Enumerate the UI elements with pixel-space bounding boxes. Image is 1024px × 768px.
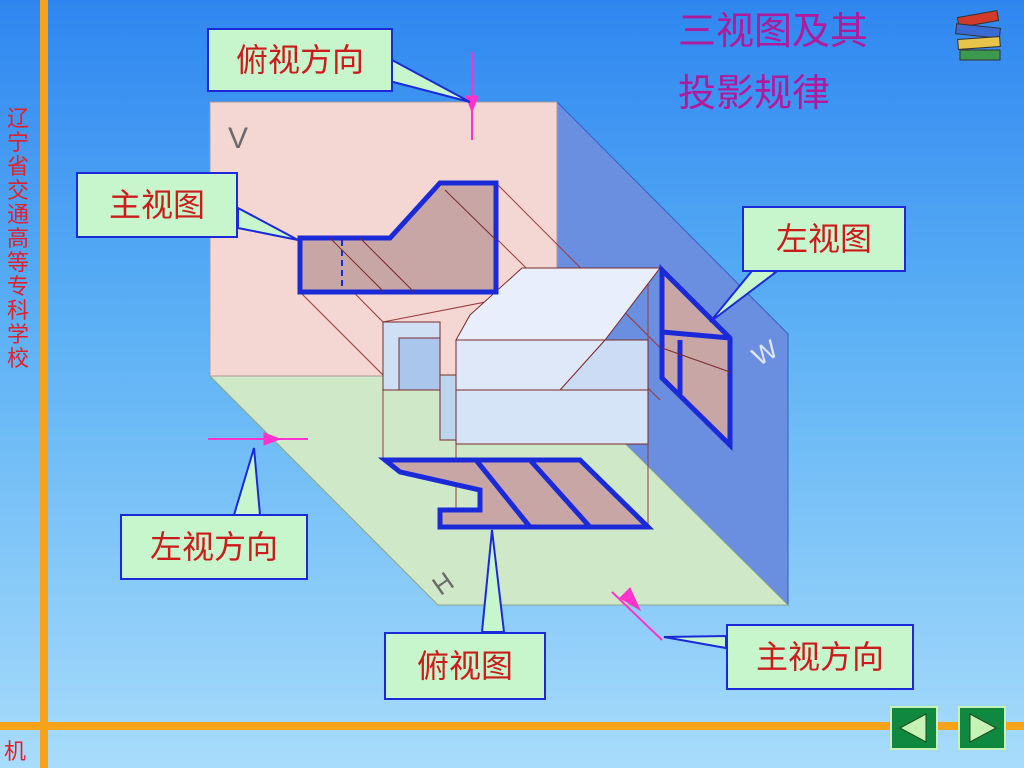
object-3d — [382, 267, 662, 445]
triangle-right-icon — [969, 713, 998, 743]
school-name-vertical: 辽宁省交通高等专科学校 — [6, 108, 30, 372]
callout-left-direction: 左视方向 — [120, 514, 308, 580]
school-char: 交 — [6, 179, 29, 204]
school-char: 省 — [6, 155, 29, 180]
plane-label-v: V — [228, 122, 248, 155]
callout-top-view: 俯视图 — [384, 632, 546, 700]
direction-arrows — [208, 52, 663, 641]
callout-front-direction: 主视方向 — [726, 624, 914, 690]
prev-slide-button[interactable] — [890, 706, 938, 750]
school-char: 通 — [6, 203, 29, 228]
slide-title-line2: 投影规律 — [678, 71, 831, 115]
top-view-shape — [377, 457, 655, 530]
callout-left-view: 左视图 — [742, 206, 906, 272]
callout-leaders — [232, 58, 779, 650]
footer-divider — [0, 722, 1024, 730]
left-view-shape — [659, 263, 733, 451]
sidebar-divider — [40, 0, 48, 768]
front-view-shape — [297, 180, 499, 295]
school-char: 专 — [6, 275, 29, 300]
school-char: 校 — [6, 347, 29, 372]
slide-title: 三视图及其 投影规律 — [678, 0, 868, 124]
school-char: 辽 — [6, 107, 29, 132]
school-char: 等 — [6, 251, 29, 276]
school-char: 宁 — [6, 131, 29, 156]
callout-front-view: 主视图 — [76, 172, 238, 238]
triangle-left-icon — [898, 713, 927, 743]
slide-title-line1: 三视图及其 — [678, 9, 869, 53]
corner-label: 机 — [4, 740, 27, 765]
callout-top-direction: 俯视方向 — [207, 28, 393, 92]
school-char: 科 — [6, 299, 29, 324]
school-char: 高 — [6, 227, 29, 252]
school-char: 学 — [6, 323, 29, 348]
book-stack-icon — [955, 10, 1001, 61]
next-slide-button[interactable] — [958, 706, 1006, 750]
